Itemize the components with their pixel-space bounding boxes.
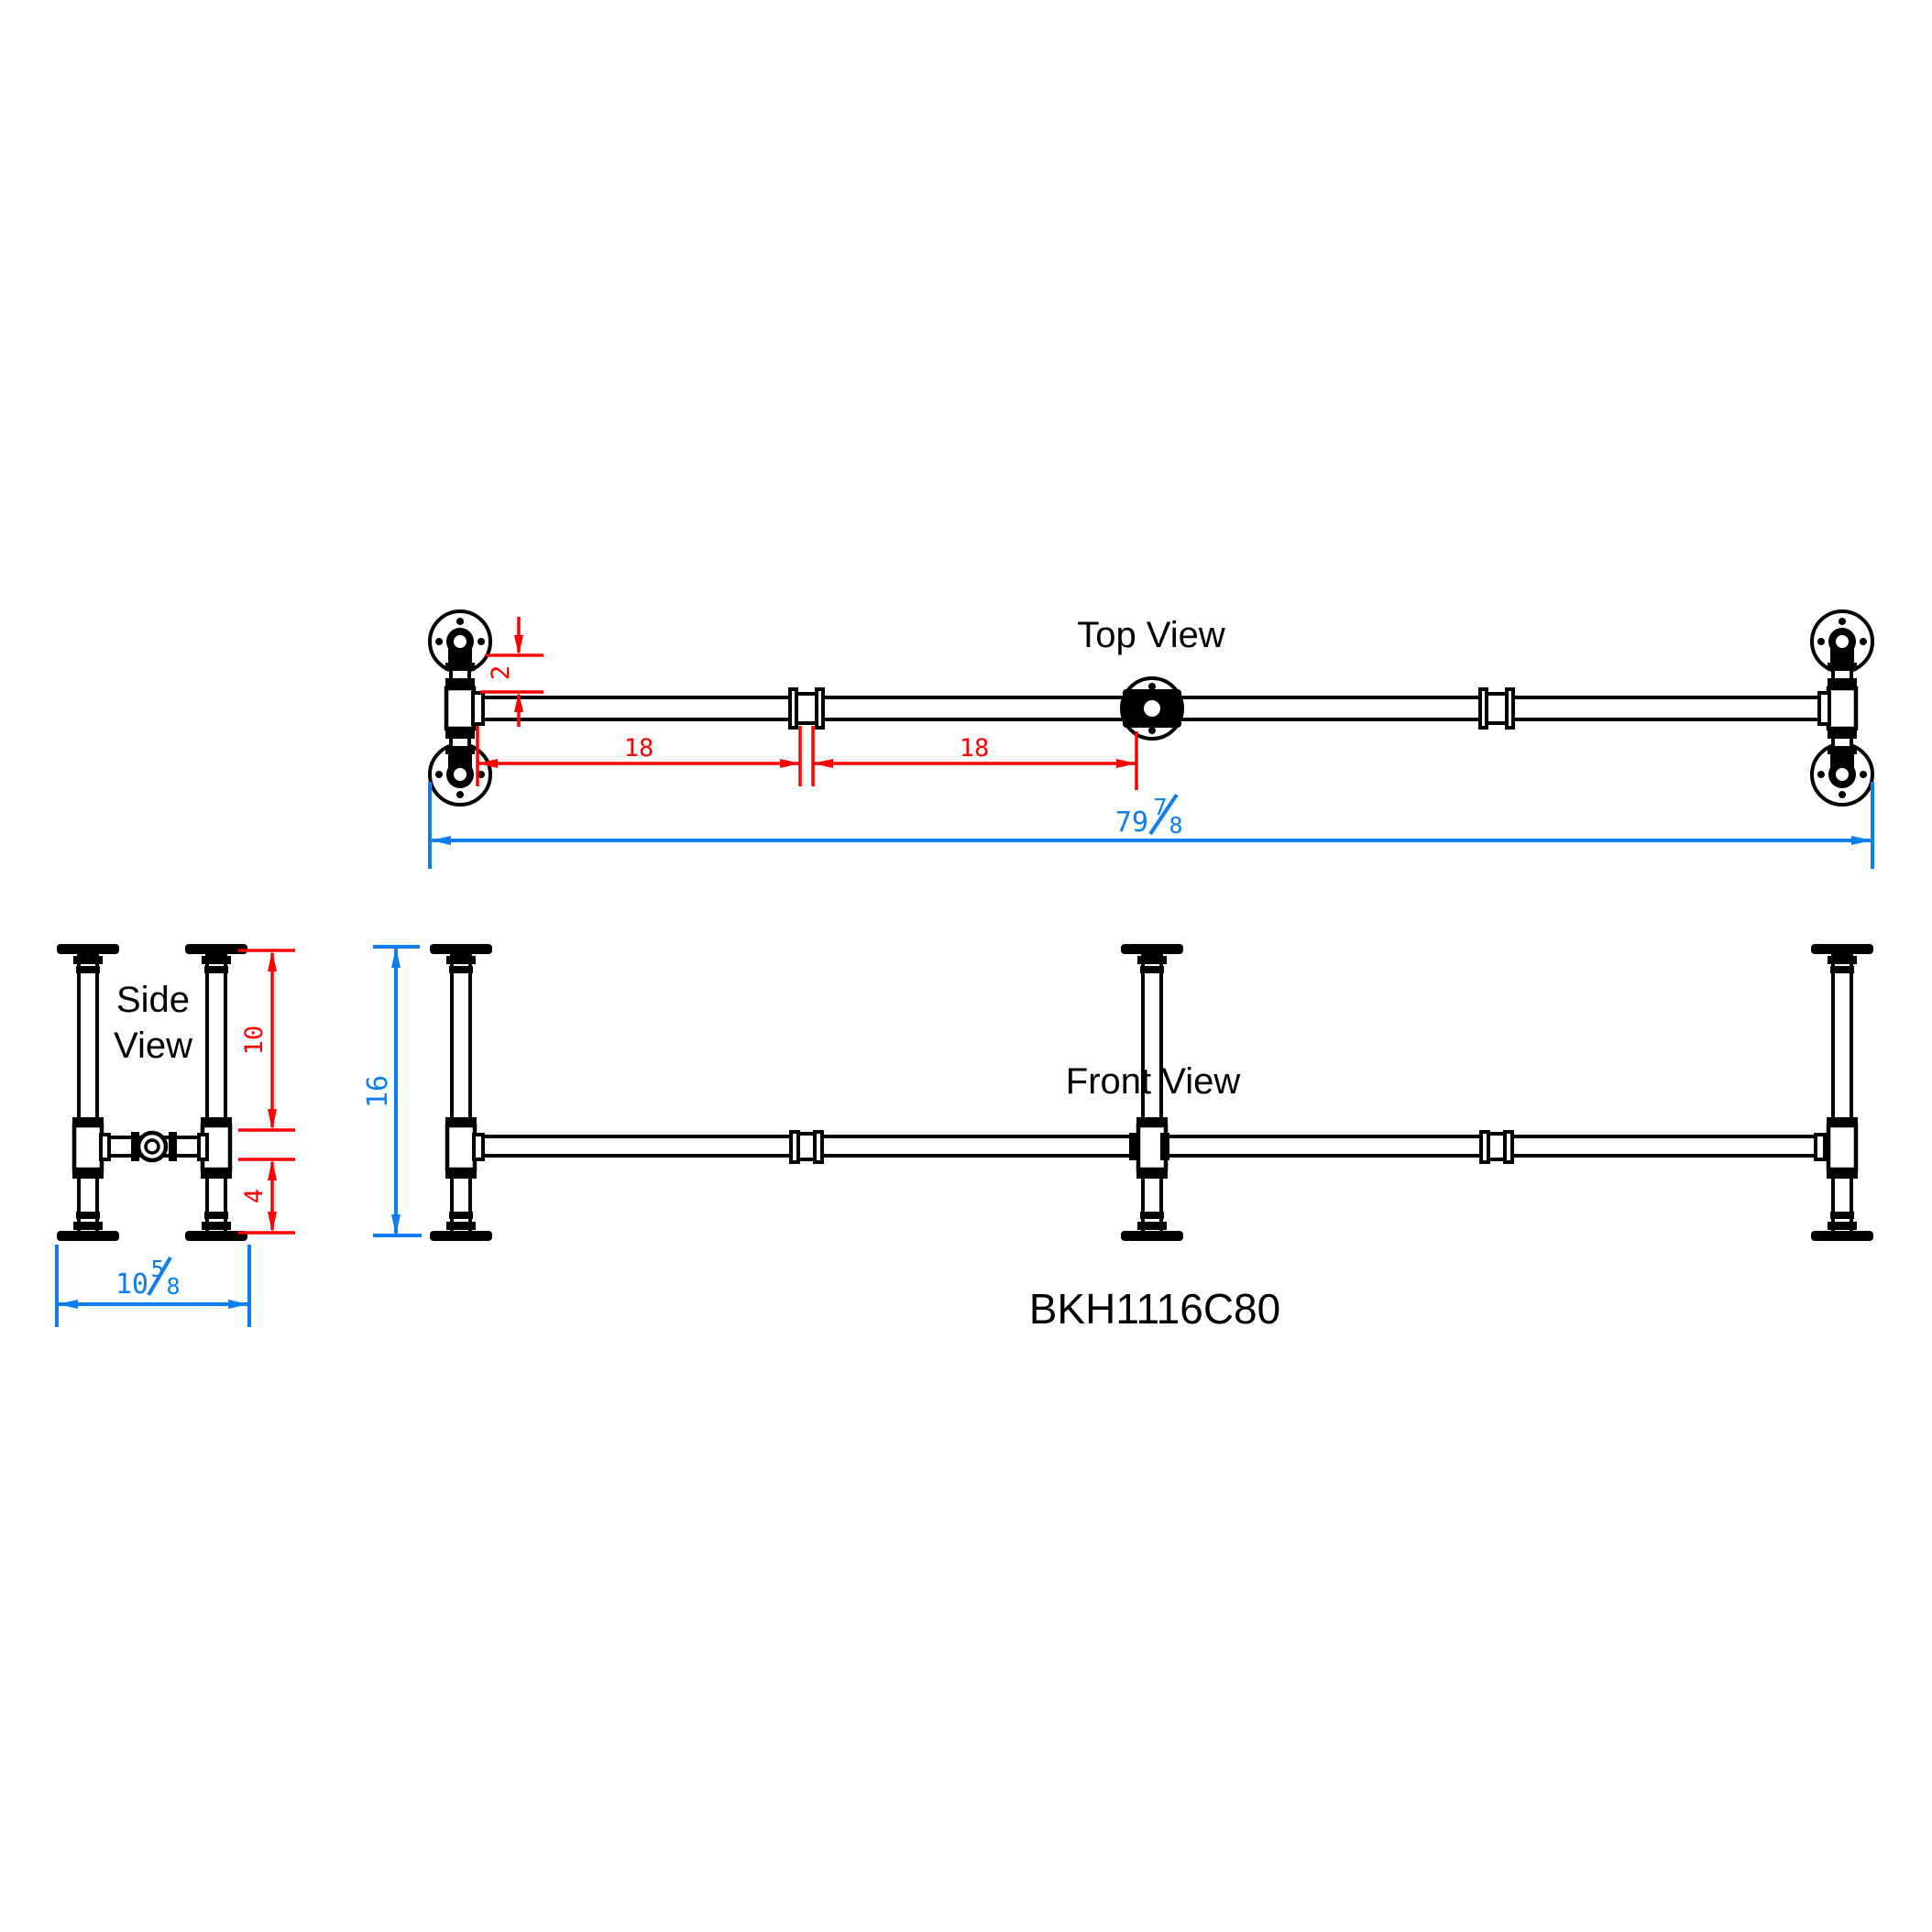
tee-port-collar xyxy=(472,1133,485,1161)
dim-text-depth-denominator: 8 xyxy=(166,1273,180,1300)
tee-port-collar xyxy=(1814,1133,1827,1161)
dim-text-overall-denominator: 8 xyxy=(1169,812,1182,839)
arrowhead xyxy=(514,692,523,712)
top-view: 2 18 18 79 7 8 xyxy=(430,611,1872,869)
fraction-slash xyxy=(147,1256,172,1297)
dim-upper-leg: 10 xyxy=(238,949,295,1132)
dim-height: 16 xyxy=(362,945,422,1237)
front-view: 16 Front View xyxy=(362,944,1873,1241)
arrowhead xyxy=(514,635,523,655)
bolt-hole xyxy=(1148,683,1156,690)
arrowhead xyxy=(478,759,498,768)
dim-text-offset: 2 xyxy=(487,665,515,680)
side-view-label-line1: Side xyxy=(116,980,190,1020)
pipe-collar xyxy=(169,1132,177,1161)
side-leg-front xyxy=(57,944,119,1241)
coupling-left xyxy=(786,686,827,731)
arrowhead xyxy=(268,950,277,971)
arrowhead xyxy=(1116,759,1136,768)
arrowhead xyxy=(391,1214,401,1235)
arrowhead xyxy=(268,1109,277,1130)
arrowhead xyxy=(780,759,800,768)
arrowhead xyxy=(430,836,451,845)
tee-port-collar xyxy=(99,1133,111,1161)
dim-overall-length: 79 7 8 xyxy=(428,782,1874,869)
cross-port-collar xyxy=(1129,1133,1138,1160)
arrowhead xyxy=(57,1300,78,1309)
dim-text-right-span: 18 xyxy=(960,734,990,763)
pipe-collar xyxy=(131,1132,139,1161)
fraction-slash xyxy=(1148,793,1179,836)
front-leg-right xyxy=(1811,944,1873,1241)
side-leg-back xyxy=(185,944,247,1241)
top-view-label: Top View xyxy=(1077,615,1225,655)
dim-lower-leg: 4 xyxy=(238,1158,295,1235)
arrowhead xyxy=(228,1300,249,1309)
coupling-right xyxy=(1479,1130,1514,1164)
cross-port-collar xyxy=(1160,1133,1169,1160)
dim-text-upper-leg: 10 xyxy=(240,1026,269,1056)
arrowhead xyxy=(391,947,401,968)
dim-text-height: 16 xyxy=(362,1075,394,1108)
arrowhead xyxy=(1851,836,1872,845)
side-view-label-line2: View xyxy=(114,1026,192,1066)
dim-right-span: 18 xyxy=(811,726,1138,790)
dim-depth: 10 5 8 xyxy=(55,1245,251,1327)
rail-end-inner xyxy=(144,1138,160,1155)
dim-text-depth-whole: 10 xyxy=(115,1268,148,1301)
dim-flange-offset: 2 xyxy=(480,617,543,727)
arrowhead xyxy=(268,1159,277,1180)
front-view-label: Front View xyxy=(1066,1061,1241,1102)
cross-center-hole xyxy=(1144,700,1160,717)
front-leg-left xyxy=(430,944,492,1241)
arrowhead xyxy=(813,759,833,768)
dim-left-span: 18 xyxy=(476,726,802,786)
center-cross-flange xyxy=(1120,676,1184,741)
coupling-right xyxy=(1476,686,1517,731)
coupling-left xyxy=(789,1130,824,1164)
arrowhead xyxy=(268,1212,277,1233)
dim-text-left-span: 18 xyxy=(624,734,654,763)
dim-text-overall-whole: 79 xyxy=(1115,807,1148,839)
part-number-label: BKH1116C80 xyxy=(1029,1285,1280,1333)
dim-text-lower-leg: 4 xyxy=(240,1189,269,1203)
tee-port-collar xyxy=(197,1133,209,1161)
bolt-hole xyxy=(1148,727,1156,734)
side-view: Side View 10 4 10 5 xyxy=(57,944,295,1327)
